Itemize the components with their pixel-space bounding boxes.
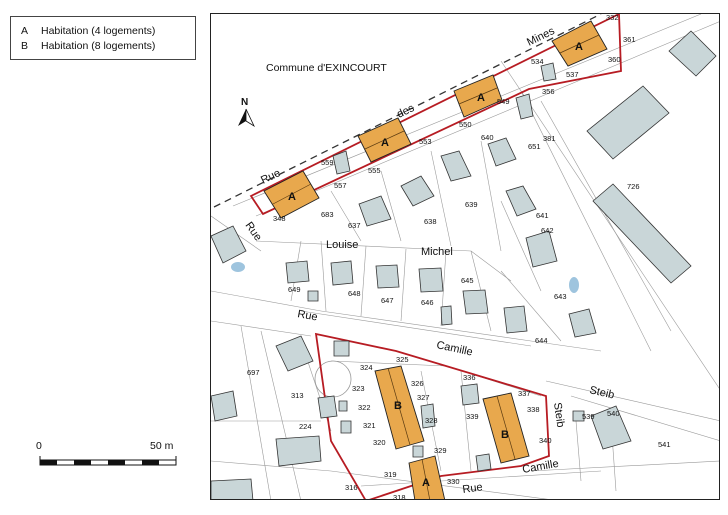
scale-bar-graphic (39, 456, 177, 466)
parcel-number: 640 (481, 133, 494, 142)
legend-label: Habitation (8 logements) (41, 40, 156, 52)
parcel-number: 540 (607, 409, 620, 418)
building-letter: A (477, 92, 485, 104)
ponds (231, 262, 579, 293)
legend-label: Habitation (4 logements) (41, 25, 156, 37)
scale-start-label: 0 (36, 440, 42, 452)
building-letters: A A A A B B A (288, 41, 583, 489)
parcel-number: 330 (447, 477, 460, 486)
map-legend: A Habitation (4 logements) B Habitation (8… (10, 16, 196, 60)
parcel-number: 316 (345, 483, 358, 492)
street-michel: Michel (421, 246, 453, 258)
parcel-number: 541 (658, 440, 671, 449)
street-rue-camille-rue: Rue (296, 308, 318, 323)
parcel-number: 642 (541, 226, 554, 235)
parcel-number: 645 (461, 276, 474, 285)
parcel-number: 224 (299, 422, 312, 431)
parcel-number: 637 (348, 221, 361, 230)
building-letter: A (575, 41, 583, 53)
building-letter: B (501, 429, 509, 441)
parcel-number: 647 (381, 296, 394, 305)
street-rue-des-mines-des: des (395, 102, 417, 121)
parcel-number: 550 (459, 120, 472, 129)
parcel-number: 555 (368, 166, 381, 175)
parcel-number: 327 (417, 393, 430, 402)
legend-item-a: A Habitation (4 logements) (21, 25, 155, 37)
parcel-number: 313 (291, 391, 304, 400)
parcel-number: 641 (536, 211, 549, 220)
parcel-number: 638 (424, 217, 437, 226)
roof-ridges (272, 34, 600, 499)
parcel-number: 726 (627, 182, 640, 191)
parcel-number: 324 (360, 363, 373, 372)
commune-label: Commune d'EXINCOURT (266, 62, 387, 74)
parcel-number: 643 (554, 292, 567, 301)
parcel-number: 557 (334, 181, 347, 190)
legend-item-b: B Habitation (8 logements) (21, 40, 155, 52)
north-arrow-icon (238, 108, 255, 128)
parcel-number: 348 (273, 214, 286, 223)
parcel-number: 338 (527, 405, 540, 414)
parcel-number: 651 (528, 142, 541, 151)
parcel-number: 553 (419, 137, 432, 146)
street-rue-camille-2-rue: Rue (462, 481, 484, 496)
parcel-numbers: 332 361 534 360 537 356 549 550 381 640 … (247, 14, 671, 500)
street-steib: Steib (588, 384, 615, 401)
parcel-lines (211, 14, 719, 499)
parcel-number: 321 (363, 421, 376, 430)
street-rue-camille-camille: Camille (435, 339, 473, 358)
parcel-number: 325 (396, 355, 409, 364)
parcel-number: 323 (352, 384, 365, 393)
parcel-number: 328 (425, 416, 438, 425)
parcel-number: 549 (497, 97, 510, 106)
legend-key: A (21, 25, 29, 37)
parcel-number: 539 (582, 412, 595, 421)
parcel-number: 356 (542, 87, 555, 96)
parcel-number: 646 (421, 298, 434, 307)
parcel-number: 361 (623, 35, 636, 44)
parcel-number: 329 (434, 446, 447, 455)
parcel-number: 319 (384, 470, 397, 479)
parcel-number: 326 (411, 379, 424, 388)
parcel-number: 683 (321, 210, 334, 219)
site-plan-map[interactable]: N Commune d'EXINCOURT Rue des Mines Rue … (210, 13, 720, 500)
north-label: N (241, 97, 248, 108)
scale-bar: 0 50 m (36, 440, 178, 470)
street-rue-camille-2-camille: Camille (521, 458, 559, 476)
parcel-number: 534 (531, 57, 544, 66)
street-louise: Louise (326, 239, 358, 251)
parcel-number: 537 (566, 70, 579, 79)
parcel-number: 381 (543, 134, 556, 143)
parcel-number: 639 (465, 200, 478, 209)
building-letter: A (288, 191, 296, 203)
parcel-number: 360 (608, 55, 621, 64)
parcel-number: 644 (535, 336, 548, 345)
railway-line (213, 14, 602, 208)
parcel-number: 648 (348, 289, 361, 298)
parcel-number: 559 (321, 158, 334, 167)
legend-key: B (21, 40, 29, 52)
building-letter: A (422, 477, 430, 489)
parcel-number: 320 (373, 438, 386, 447)
existing-buildings (211, 30, 717, 499)
parcel-number: 649 (288, 285, 301, 294)
parcel-number: 337 (518, 389, 531, 398)
street-rue-des-mines-mines: Mines (525, 25, 557, 49)
parcel-number: 332 (606, 14, 619, 22)
parcel-number: 318 (393, 493, 406, 500)
street-steib-vertical: Steib (551, 402, 566, 429)
parcel-number: 336 (463, 373, 476, 382)
street-rue-label: Rue (243, 220, 264, 243)
building-letter: A (381, 137, 389, 149)
parcel-number: 340 (539, 436, 552, 445)
plan-svg: N Commune d'EXINCOURT Rue des Mines Rue … (211, 14, 719, 500)
parcel-number: 339 (466, 412, 479, 421)
parcel-number: 697 (247, 368, 260, 377)
parcel-number: 322 (358, 403, 371, 412)
building-letter: B (394, 400, 402, 412)
scale-end-label: 50 m (150, 440, 174, 452)
